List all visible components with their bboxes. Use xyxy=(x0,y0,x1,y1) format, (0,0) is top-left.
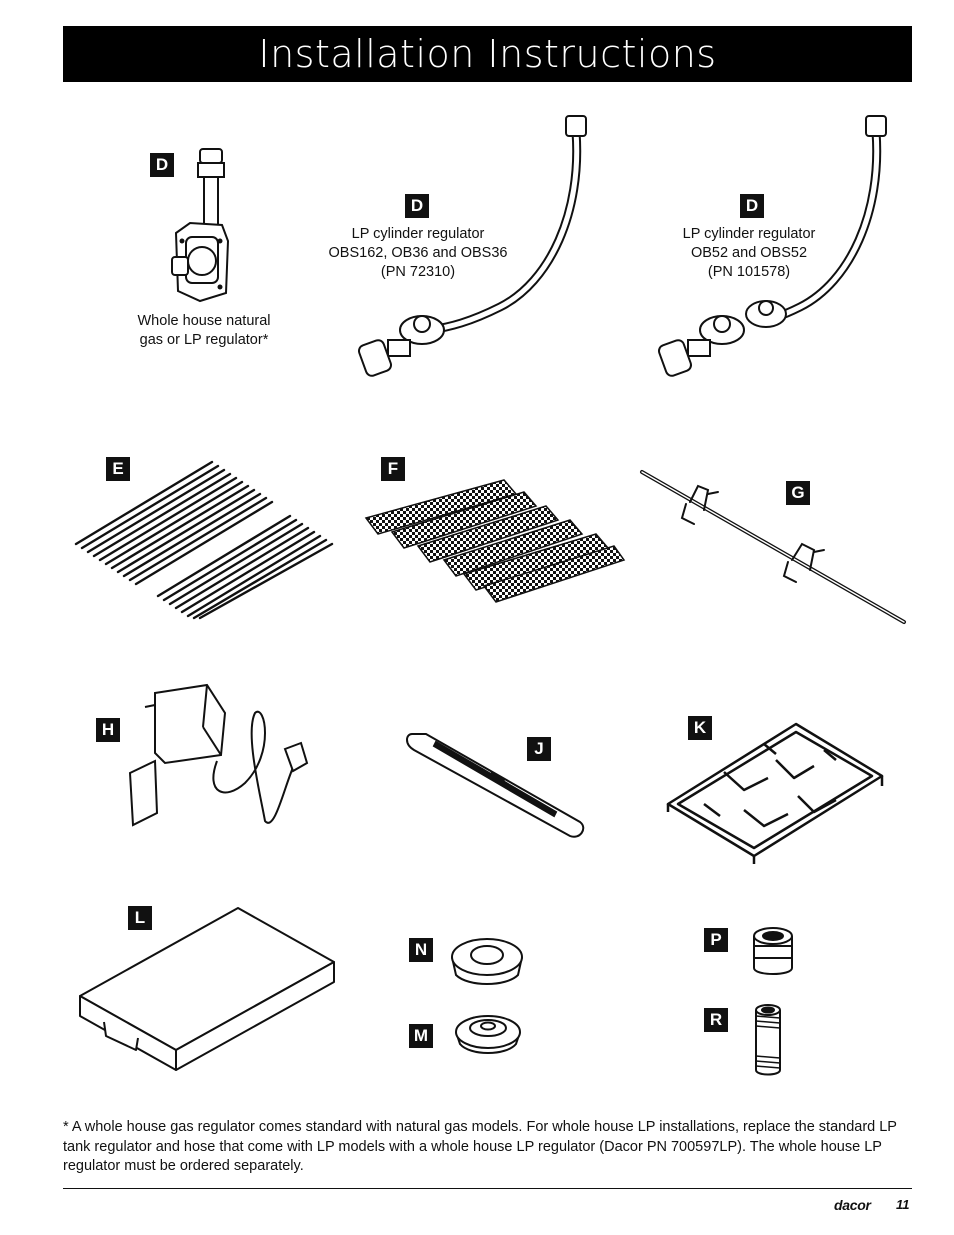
label-e-grates: E xyxy=(106,457,130,481)
lp-regulator-36-caption: LP cylinder regulator OBS162, OB36 and O… xyxy=(328,226,508,280)
footnote: * A whole house gas regulator comes stan… xyxy=(63,1119,897,1174)
griddle-plate-illustration xyxy=(79,907,335,1071)
pipe-coupling-illustration xyxy=(753,927,793,975)
cooking-grates-illustration xyxy=(74,460,334,620)
rotisserie-spit-illustration xyxy=(640,470,906,624)
label-g-rotisserie: G xyxy=(786,481,810,505)
lp-regulator-52-illustration xyxy=(658,115,887,377)
label-k-griddle-rack: K xyxy=(688,716,712,740)
burner-grate-illustration xyxy=(666,722,884,864)
label-j-smoker-tray: J xyxy=(527,737,551,761)
lp-regulator-52-caption: LP cylinder regulator OB52 and OBS52 (PN… xyxy=(682,226,816,280)
burner-base-illustration xyxy=(455,1015,521,1054)
label-d-house-regulator: D xyxy=(150,153,174,177)
page-title: Installation Instructions xyxy=(258,32,717,76)
label-d-lp-regulator-52: D xyxy=(740,194,764,218)
label-h-motor: H xyxy=(96,718,120,742)
briquette-trays-illustration xyxy=(364,479,626,603)
label-l-griddle: L xyxy=(128,906,152,930)
page-header: Installation Instructions xyxy=(63,26,912,82)
page-number: 11 xyxy=(896,1197,910,1212)
brand-logo: dacor xyxy=(834,1197,871,1213)
label-r-pipe-nipple: R xyxy=(704,1008,728,1032)
label-m-burner-base: M xyxy=(409,1024,433,1048)
lp-regulator-36-illustration xyxy=(358,115,587,377)
label-f-briquette-trays: F xyxy=(381,457,405,481)
rotisserie-motor-illustration xyxy=(128,683,309,827)
label-n-burner-cap: N xyxy=(409,938,433,962)
footer-rule xyxy=(63,1188,912,1189)
house-regulator-illustration xyxy=(171,148,230,303)
house-regulator-caption: Whole house natural gas or LP regulator* xyxy=(137,313,271,348)
burner-cap-illustration xyxy=(451,938,523,985)
label-p-coupling: P xyxy=(704,928,728,952)
pipe-nipple-illustration xyxy=(755,1004,781,1076)
label-d-lp-regulator-36: D xyxy=(405,194,429,218)
smoker-tray-illustration xyxy=(406,733,585,838)
